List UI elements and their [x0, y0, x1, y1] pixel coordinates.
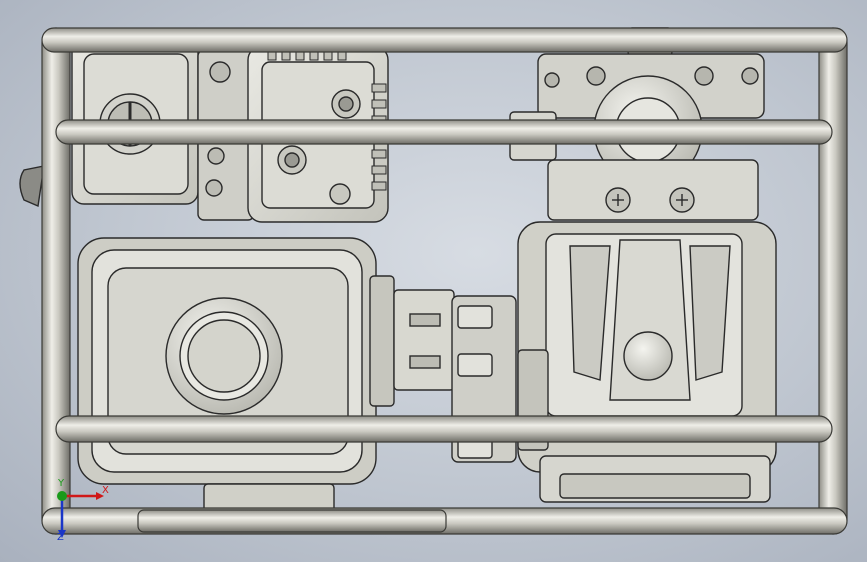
starter-handle[interactable] — [19, 165, 45, 208]
protective-frame[interactable] — [41, 27, 848, 535]
y-axis-marker — [57, 491, 67, 501]
z-axis-label: Z — [57, 532, 64, 543]
x-axis-label: X — [102, 485, 109, 496]
y-axis-label: Y — [58, 478, 65, 489]
orientation-triad: X Y Z — [48, 478, 118, 550]
